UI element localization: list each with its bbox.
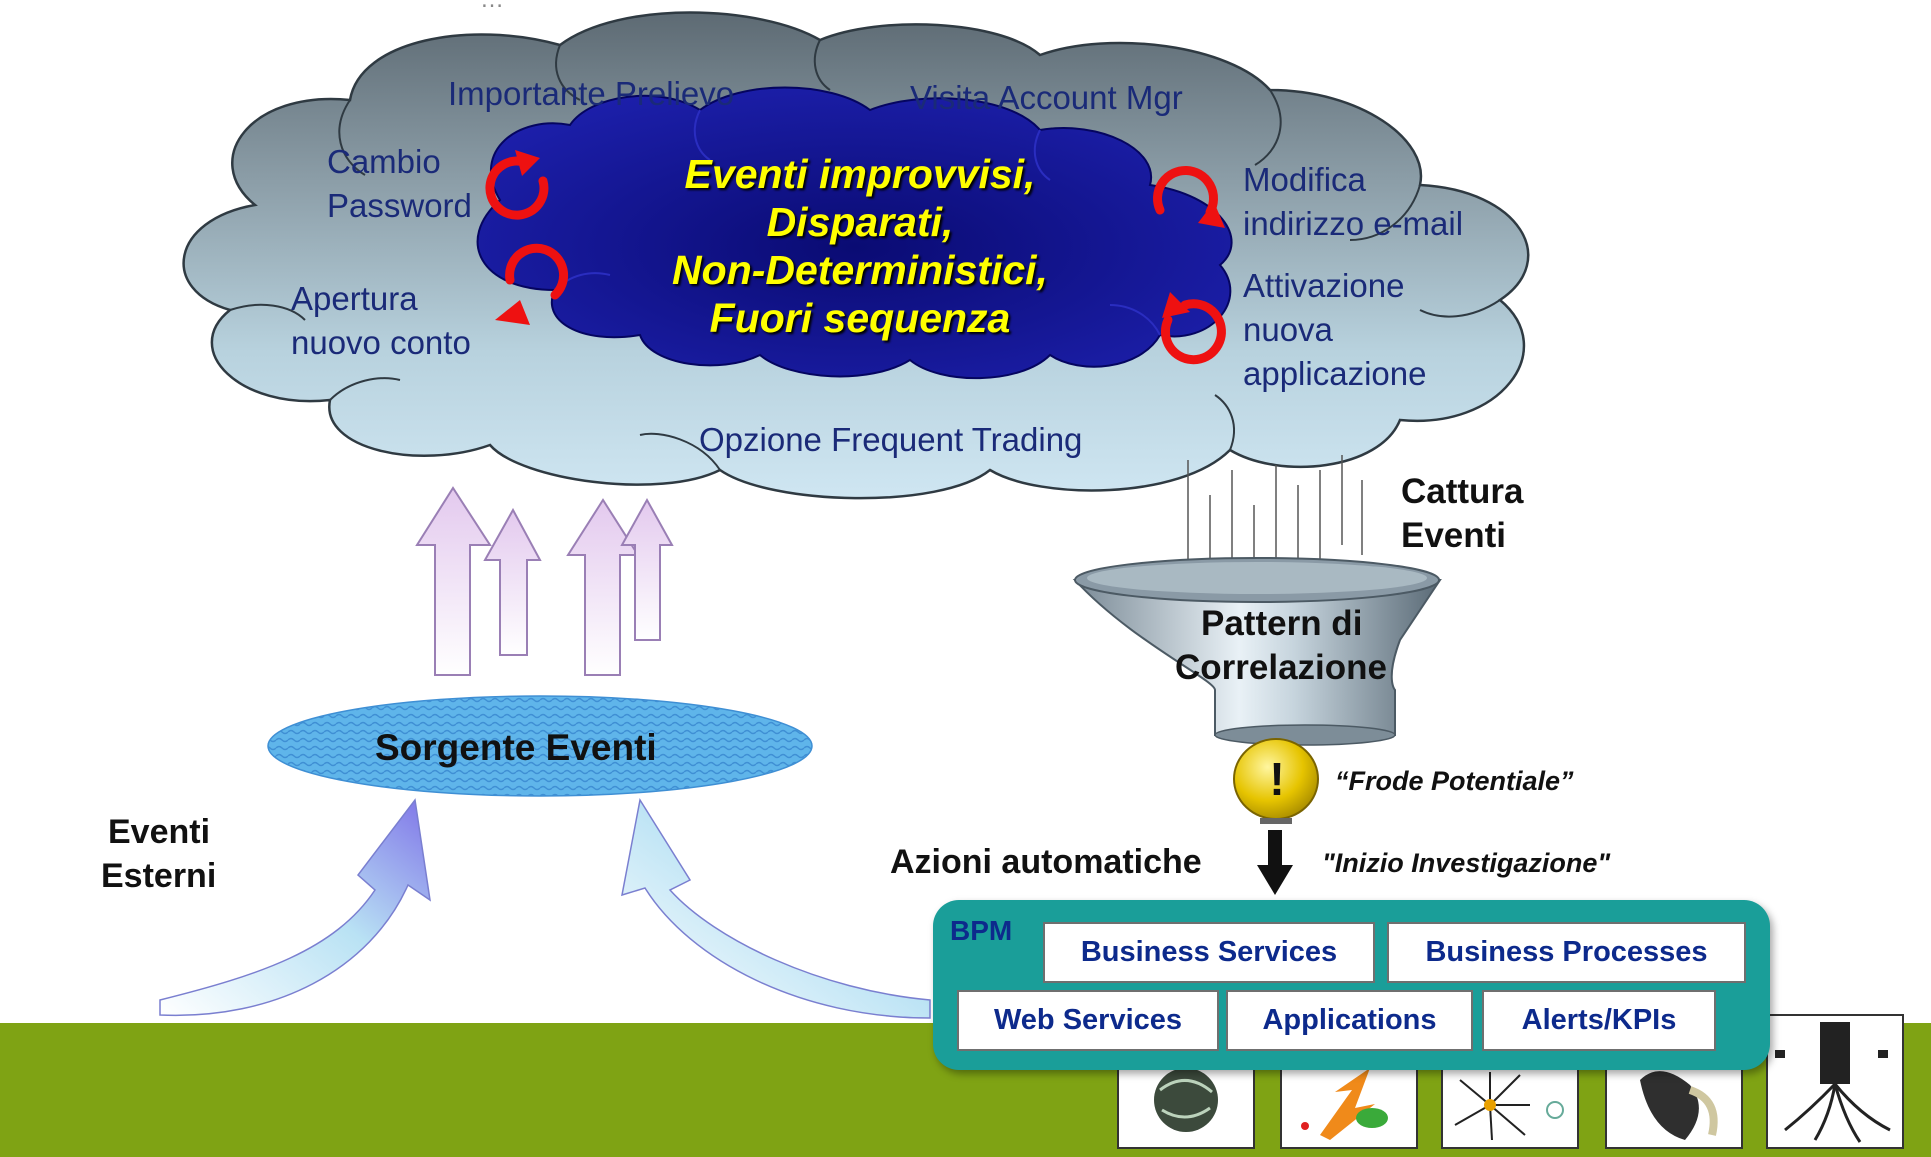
alert-bulb-icon [1233,738,1319,824]
lightning-icon [1280,1062,1418,1149]
up-arrow-icon [415,486,492,676]
funnel-label-line1: Pattern di [1201,604,1363,643]
capture-label-line1: Cattura [1401,472,1524,511]
label-attivazione: Attivazione [1243,267,1405,304]
business-processes-box: Business Processes [1387,922,1746,983]
capture-label-line2: Eventi [1401,516,1507,555]
label-indirizzo-email: indirizzo e-mail [1243,205,1464,242]
curved-arrow-icon [621,797,931,1019]
core-line: Eventi improvvisi, [684,151,1036,197]
funnel-label-line2: Correlazione [1175,648,1387,687]
event-source-ellipse [267,695,813,797]
label-password: Password [327,187,472,224]
core-line: Disparati, [766,199,954,245]
curved-arrow-icon [159,798,431,1017]
core-cloud-text: Eventi improvvisi, Disparati, Non-Determ… [600,150,1120,342]
alerts-kpis-box: Alerts/KPIs [1482,990,1716,1051]
core-cloud [476,86,1233,380]
core-line: Fuori sequenza [709,295,1011,341]
up-arrow-icon [483,507,542,656]
label-opzione-frequent-trading: Opzione Frequent Trading [699,421,1083,458]
top-cut-text: … [480,0,504,14]
inizio-investigazione-label: "Inizio Investigazione" [1322,848,1611,878]
up-arrow-icon [620,497,674,641]
server-tree-icon [1766,1014,1904,1149]
frode-potentiale-label: “Frode Potentiale” [1335,766,1574,796]
business-services-box: Business Services [1043,922,1375,983]
label-applicazione: applicazione [1243,355,1427,392]
cycle-arrow-icon [1153,165,1225,228]
globe-icon [1117,1062,1255,1149]
cycle-arrow-icon [1160,292,1226,365]
figure-icon [1605,1062,1743,1149]
label-cambio: Cambio [327,143,441,180]
down-arrow-icon [1257,830,1293,895]
label-nuova: nuova [1243,311,1333,348]
eventi-esterni-line1: Eventi [108,813,211,851]
core-line: Non-Deterministici, [672,247,1048,293]
web-services-box: Web Services [957,990,1219,1051]
alert-symbol: ! [1269,753,1285,805]
eventi-esterni-line2: Esterni [101,857,217,895]
correlation-funnel [1072,557,1442,746]
cycle-arrow-icon [485,150,549,220]
label-apertura: Apertura [291,280,418,317]
applications-box: Applications [1226,990,1473,1051]
azioni-automatiche-label: Azioni automatiche [890,843,1202,881]
label-importante-prelievo: Importante Prelievo [448,75,735,112]
sorgente-eventi-label: Sorgente Eventi [375,727,657,768]
bpm-tag: BPM [950,915,1013,946]
up-arrow-icon [566,498,640,676]
label-modifica: Modifica [1243,161,1366,198]
label-nuovo-conto: nuovo conto [291,324,471,361]
network-burst-icon [1441,1062,1579,1149]
cycle-arrow-icon [495,243,569,325]
label-visita-account-mgr: Visita Account Mgr [910,79,1183,116]
